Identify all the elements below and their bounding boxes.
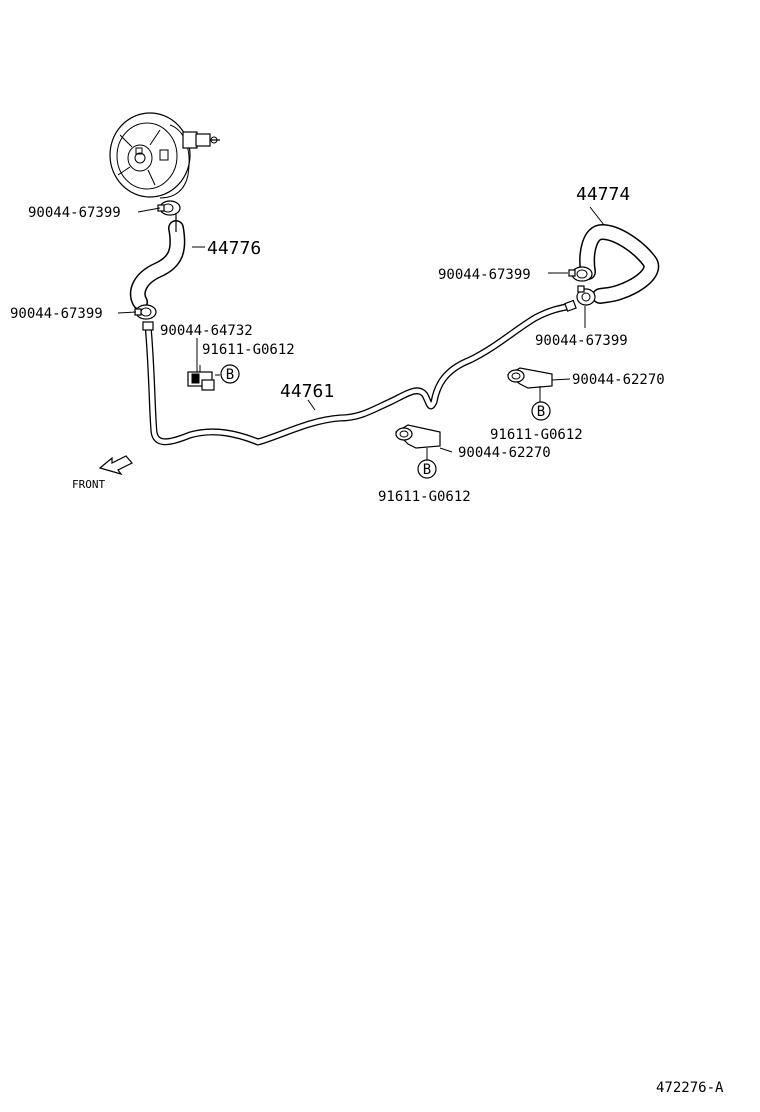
bracket-center	[395, 424, 441, 460]
front-label: FRONT	[72, 478, 105, 491]
clamp-right-upper	[568, 266, 593, 282]
label-bolt-center: 91611-G0612	[378, 489, 471, 505]
callout-b-center: B	[417, 459, 437, 479]
clamp-booster-top	[157, 200, 181, 216]
label-bolt-left: 91611-G0612	[202, 342, 295, 358]
clip-left	[187, 365, 215, 391]
tube-44761	[142, 299, 577, 446]
label-clamp-right-lower: 90044-67399	[535, 333, 628, 349]
label-hose-44774: 44774	[576, 184, 630, 205]
label-bracket-center: 90044-62270	[458, 445, 551, 461]
svg-text:B: B	[226, 367, 234, 383]
hose-44776	[129, 212, 186, 310]
svg-text:B: B	[423, 462, 431, 478]
figure-number: 472276-A	[656, 1080, 724, 1096]
clamp-right-lower	[576, 285, 596, 306]
leader-lines	[117, 206, 605, 453]
brake-booster	[109, 112, 220, 199]
clamp-left-lower	[134, 304, 157, 320]
callout-b-left: B	[220, 364, 240, 384]
bracket-right	[506, 367, 553, 402]
label-tube-44761: 44761	[280, 381, 334, 402]
svg-text:B: B	[537, 404, 545, 420]
label-clamp-right-upper: 90044-67399	[438, 267, 531, 283]
front-arrow-icon: FRONT	[72, 455, 133, 491]
label-clamp-booster-top: 90044-67399	[28, 205, 121, 221]
hose-44774	[579, 223, 660, 304]
label-bolt-right: 91611-G0612	[490, 427, 583, 443]
label-clip-left: 90044-64732	[160, 323, 253, 339]
label-clamp-left-lower: 90044-67399	[10, 306, 103, 322]
label-bracket-right: 90044-62270	[572, 372, 665, 388]
label-hose-44776: 44776	[207, 238, 261, 259]
callout-b-right: B	[531, 401, 551, 421]
